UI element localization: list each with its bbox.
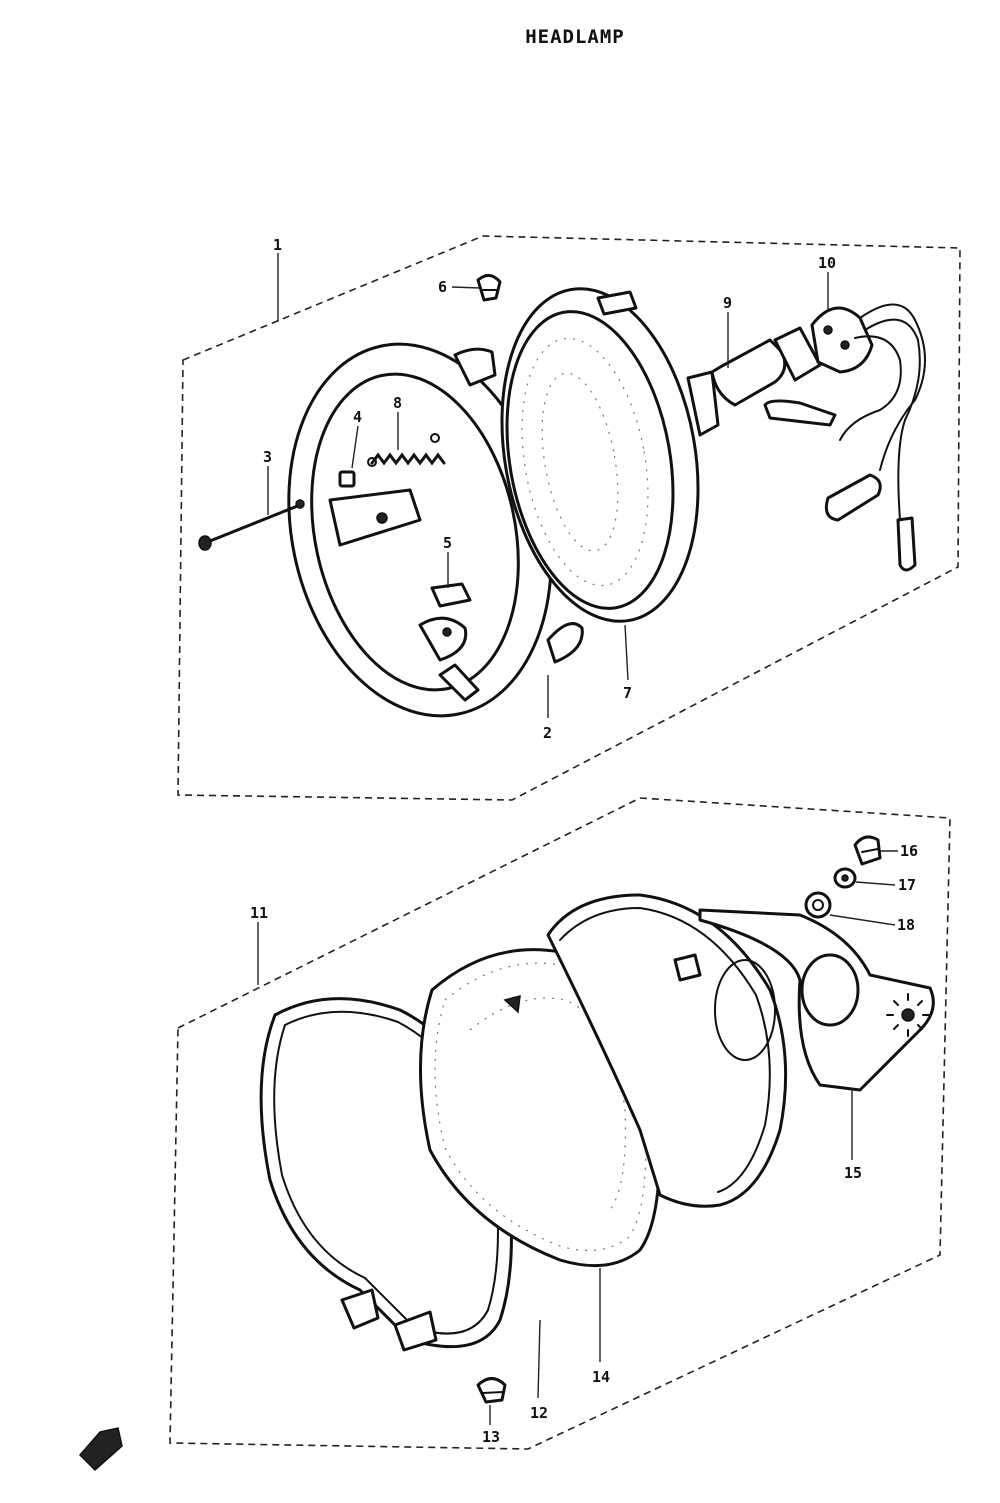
callout-4: 4	[353, 408, 362, 426]
leader-lines	[257, 253, 898, 1425]
bulb-part	[710, 326, 822, 407]
sealed-beam-unit-part	[500, 287, 720, 623]
mounting-bracket-part	[698, 908, 935, 1092]
callout-labels: 1 2 3 4 5 6 7 8 9 10 11 12 13 14 15 16 1…	[250, 236, 918, 1446]
callout-7: 7	[623, 684, 632, 702]
assembly-11-boundary	[169, 797, 951, 1450]
assembly-1-boundary	[177, 235, 961, 801]
callout-1: 1	[273, 236, 282, 254]
bolt-part	[853, 835, 882, 866]
callout-2: 2	[543, 724, 552, 742]
diagram-title: HEADLAMP	[525, 26, 625, 48]
plate-part	[430, 582, 472, 608]
rim-screw-part	[476, 1377, 507, 1404]
adjusting-screw-part	[198, 499, 305, 551]
callout-10: 10	[818, 254, 836, 272]
callout-17: 17	[898, 876, 916, 894]
headlamp-shell-part	[546, 893, 788, 1208]
nut-part	[338, 470, 356, 488]
callout-3: 3	[263, 448, 272, 466]
washer-part	[804, 891, 832, 919]
callout-15: 15	[844, 1164, 862, 1182]
front-arrow-icon	[78, 1427, 123, 1472]
callout-12: 12	[530, 1404, 548, 1422]
callout-8: 8	[393, 394, 402, 412]
callout-14: 14	[592, 1368, 610, 1386]
callout-5: 5	[443, 534, 452, 552]
bulb-socket-part	[763, 303, 926, 572]
callout-11: 11	[250, 904, 268, 922]
spring-part	[367, 433, 446, 467]
callout-9: 9	[723, 294, 732, 312]
callout-16: 16	[900, 842, 918, 860]
callout-13: 13	[482, 1428, 500, 1446]
callout-6: 6	[438, 278, 447, 296]
headlamp-housing-part	[287, 342, 584, 718]
callout-18: 18	[897, 916, 915, 934]
spring-washer-part	[833, 867, 857, 889]
screw-part	[476, 274, 502, 302]
